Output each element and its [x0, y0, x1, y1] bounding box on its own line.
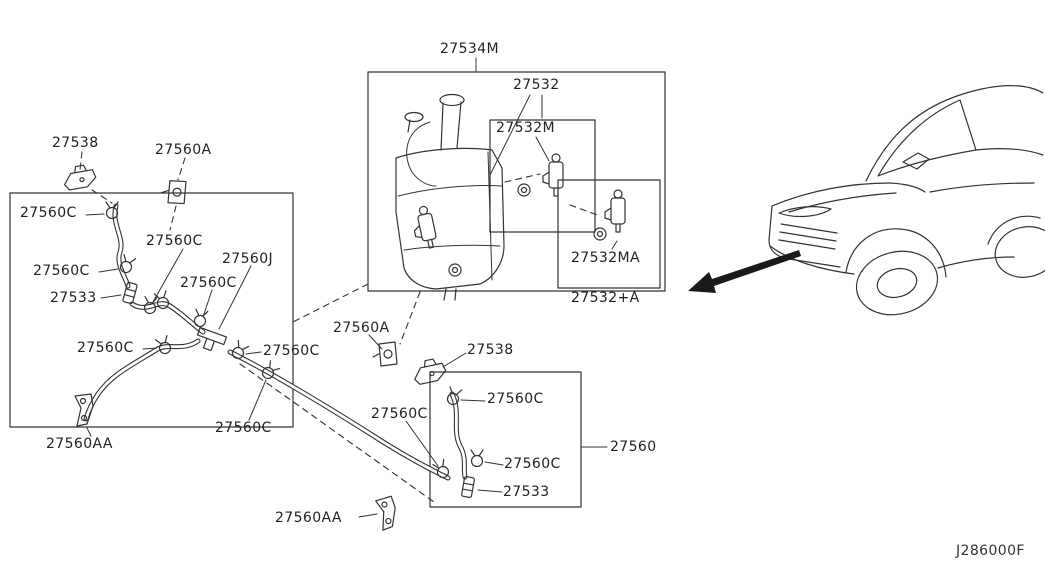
- filler-cap-icon: [439, 93, 465, 107]
- grille-icon: [778, 223, 838, 250]
- grommet-27532ma-icon: [593, 227, 607, 241]
- dashed-reference-lines: [79, 151, 601, 503]
- headlight-icon: [778, 206, 832, 218]
- clamp-27560c-icon: [470, 449, 484, 468]
- washer-pumps: [517, 153, 626, 241]
- clamp-27560c-icon: [105, 201, 119, 220]
- part-label-27560: 27560: [610, 439, 657, 455]
- location-arrow-icon: [688, 250, 801, 293]
- side-mirror-icon: [902, 152, 930, 170]
- part-label-27560j: 27560J: [222, 251, 274, 267]
- washer-reservoir: [395, 93, 505, 301]
- part-label-27560c-3: 27560C: [33, 263, 90, 279]
- part-label-27534m: 27534M: [440, 41, 500, 57]
- box-rear-washer-group: [429, 371, 582, 508]
- part-label-27560c-7: 27560C: [487, 391, 544, 407]
- tank-grommet-icon: [448, 263, 462, 277]
- vehicle-illustration: [768, 85, 1045, 316]
- pump-27532ma-icon: [604, 189, 626, 233]
- part-label-27532ma: 27532MA: [571, 250, 640, 266]
- part-label-27560c-9: 27560C: [215, 420, 272, 436]
- box-washer-tank-assembly: [367, 71, 666, 292]
- nozzle-27538-icon: [61, 162, 98, 192]
- tank-pump-icon: [409, 204, 439, 251]
- part-label-27560c-5: 27560C: [77, 340, 134, 356]
- part-label-27532: 27532: [513, 77, 560, 93]
- clip-27560a-icon: [372, 341, 398, 367]
- leader-lines: [85, 57, 618, 518]
- part-label-27560a-2: 27560A: [333, 320, 390, 336]
- box-front-washer-group: [9, 192, 294, 428]
- part-label-27560c-10: 27560C: [504, 456, 561, 472]
- sub-cap-icon: [404, 111, 424, 123]
- front-wheel-icon: [855, 250, 939, 316]
- joint-27533-icon: [460, 475, 476, 499]
- part-label-27560aa-2: 27560AA: [275, 510, 342, 526]
- washer-hoses: [83, 203, 468, 481]
- box-pump-27532ma: [557, 179, 661, 289]
- part-label-27538-1: 27538: [52, 135, 99, 151]
- nozzle-27538-icon: [410, 356, 448, 386]
- part-label-27538-2: 27538: [467, 342, 514, 358]
- part-label-27533-2: 27533: [503, 484, 550, 500]
- clip-27560a-icon: [159, 177, 189, 207]
- part-label-27533-1: 27533: [50, 290, 97, 306]
- bracket-27560aa-icon: [374, 495, 400, 532]
- pump-27532m-icon: [542, 153, 564, 197]
- group-boxes: [9, 71, 666, 508]
- part-label-27560a-1: 27560A: [155, 142, 212, 158]
- box-pump-27532m: [489, 119, 596, 233]
- diagram-code: J286000F: [956, 543, 1025, 559]
- clamp-27560c-icon: [192, 308, 209, 329]
- part-label-27532m: 27532M: [496, 120, 556, 136]
- part-label-27560c-6: 27560C: [263, 343, 320, 359]
- part-label-27560c-4: 27560C: [180, 275, 237, 291]
- part-label-27560c-8: 27560C: [371, 406, 428, 422]
- rear-wheel-icon: [994, 226, 1045, 278]
- part-label-27560c-2: 27560C: [146, 233, 203, 249]
- part-label-27560c-1: 27560C: [20, 205, 77, 221]
- part-label-27532-plus-a: 27532+A: [571, 290, 640, 306]
- grommet-27532m-icon: [517, 183, 531, 197]
- part-label-27560aa-1: 27560AA: [46, 436, 113, 452]
